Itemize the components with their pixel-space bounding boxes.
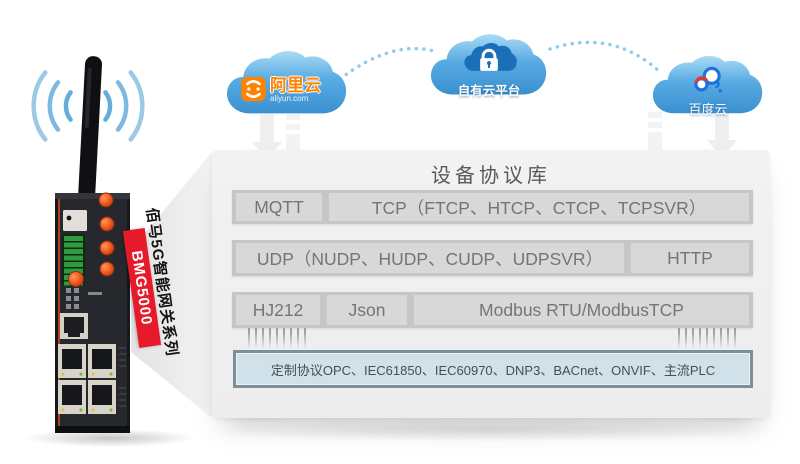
pin-connector-left bbox=[248, 328, 306, 349]
protocol-row: UDP（NUDP、HUDP、CUDP、UDPSVR）HTTP bbox=[232, 240, 753, 276]
protocol-block: Modbus RTU/ModbusTCP bbox=[414, 295, 749, 325]
panel-title: 设备协议库 bbox=[431, 165, 551, 187]
dotted-link-left bbox=[338, 46, 436, 81]
cloud-icon bbox=[227, 51, 347, 114]
cloud-private: 自有云平台 bbox=[430, 28, 548, 106]
wifi-arcs-icon bbox=[31, 70, 145, 142]
protocol-block: Json bbox=[327, 295, 407, 325]
protocol-block: HTTP bbox=[631, 243, 749, 273]
device-body bbox=[55, 192, 130, 433]
cloud-aliyun-label: 阿里云 bbox=[270, 76, 321, 95]
protocol-block: MQTT bbox=[236, 193, 322, 221]
pin-connector-right bbox=[678, 328, 736, 349]
cloud-icon bbox=[652, 56, 763, 114]
cloud-aliyun: 阿里云 aliyun.com bbox=[226, 50, 348, 124]
vent-lines bbox=[119, 347, 126, 407]
custom-protocol-bar: 定制协议OPC、IEC61850、IEC60970、DNP3、BACnet、ON… bbox=[233, 350, 753, 388]
protocol-block: UDP（NUDP、HUDP、CUDP、UDPSVR） bbox=[236, 243, 624, 273]
panel-shadow bbox=[205, 418, 775, 442]
protocol-block: TCP（FTCP、HTCP、CTCP、TCPSVR） bbox=[329, 193, 749, 221]
cloud-icon bbox=[430, 34, 547, 95]
aliyun-logo-icon bbox=[241, 76, 266, 102]
gateway-device bbox=[31, 56, 145, 433]
status-led bbox=[68, 192, 115, 287]
protocol-block: HJ212 bbox=[236, 295, 320, 325]
lock-icon bbox=[464, 43, 517, 71]
cloud-private-label: 自有云平台 bbox=[457, 84, 521, 98]
baidu-logo-icon bbox=[694, 66, 722, 93]
cloud-aliyun-domain: aliyun.com bbox=[270, 94, 309, 103]
cloud-baidu-label: 百度云 bbox=[688, 102, 728, 117]
antenna bbox=[78, 56, 103, 205]
ethernet-port-grid bbox=[58, 344, 116, 414]
dotted-link-right bbox=[548, 40, 663, 75]
cloud-baidu: 百度云 bbox=[652, 52, 764, 124]
dip-indicators bbox=[66, 288, 79, 309]
ethernet-port bbox=[60, 313, 88, 339]
info-plate bbox=[63, 210, 87, 231]
